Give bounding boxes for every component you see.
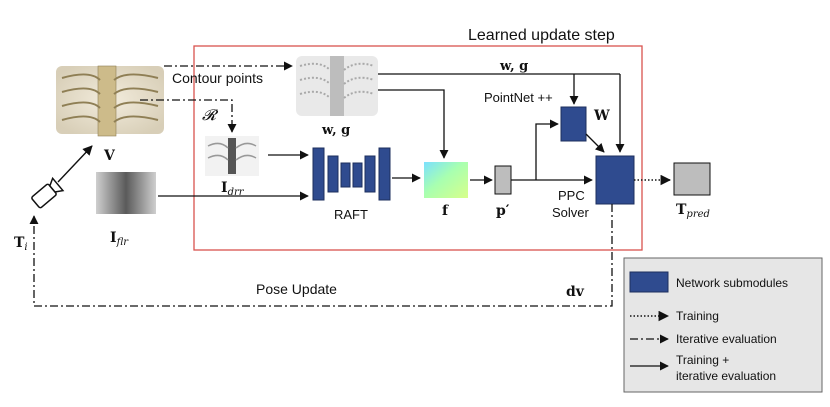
label-W: W: [593, 108, 610, 124]
legend-module-swatch: [629, 271, 669, 293]
point-cloud-image: [296, 56, 378, 116]
label-dv: dv: [566, 284, 585, 300]
legend: Network submodules Training Iterative ev…: [623, 257, 823, 393]
arrow-pointnet-to-ppc: [585, 133, 605, 153]
pointnet-module: [560, 106, 587, 142]
flow-field-image: [424, 162, 468, 198]
label-V: V: [103, 148, 116, 164]
arrow-pointcloud-to-flow: [378, 89, 449, 159]
legend-both-2: iterative evaluation: [676, 369, 776, 383]
label-pointnet: PointNet ++: [484, 90, 553, 105]
camera-icon: [31, 176, 65, 209]
label-f: f: [442, 203, 449, 219]
t-pred-box: [673, 162, 711, 196]
label-T-pred: Tpred: [676, 202, 710, 220]
label-wg-top: w, g: [321, 123, 350, 138]
ppc-solver-module: [595, 155, 635, 205]
label-T-i: Ti: [14, 235, 28, 253]
fluoro-image: [96, 172, 156, 214]
legend-both-1: Training +: [676, 353, 729, 367]
label-p-prime: p′: [496, 203, 510, 219]
label-I-drr: Idrr: [221, 180, 245, 198]
drr-image: [205, 136, 259, 176]
ct-volume-image: [56, 65, 164, 137]
legend-submodules: Network submodules: [676, 276, 788, 290]
label-contour-points: Contour points: [172, 70, 263, 86]
label-pose-update: Pose Update: [256, 281, 337, 297]
label-I-flr: Iflr: [110, 230, 129, 248]
label-wg-right: w, g: [499, 59, 528, 74]
arrow-pose-update: [29, 204, 613, 307]
legend-training: Training: [676, 309, 719, 323]
legend-iterative: Iterative evaluation: [676, 332, 777, 346]
arrow-R-to-drr: [140, 99, 237, 133]
arrow-camera-to-V: [57, 145, 93, 183]
label-ppc: PPC: [558, 188, 585, 203]
label-R: 𝓡: [202, 106, 219, 124]
label-solver: Solver: [552, 205, 590, 220]
learned-update-frame: [193, 45, 643, 251]
label-raft: RAFT: [334, 207, 368, 222]
arrow-p-to-pointnet: [535, 119, 559, 180]
p-prime-box: [494, 165, 512, 195]
frame-title: Learned update step: [468, 27, 615, 44]
raft-module: [312, 147, 391, 201]
